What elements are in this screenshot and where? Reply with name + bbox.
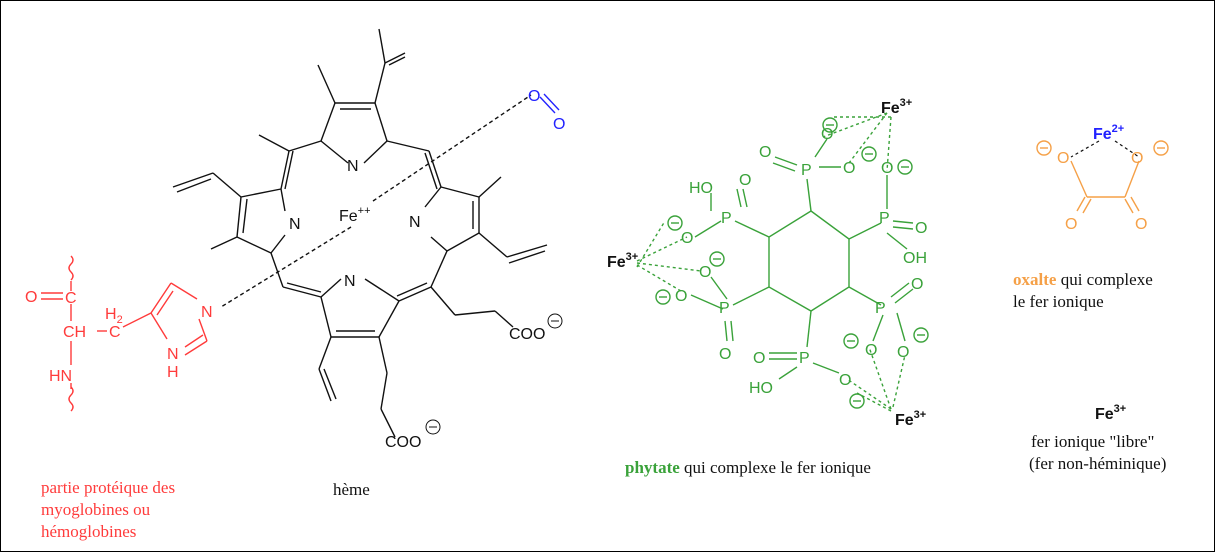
phytate-charges (655, 117, 929, 409)
protein-o: O (25, 289, 37, 306)
heme-labels: N N N N Fe++ COO COO (289, 158, 545, 451)
phytate-ho4: HO (749, 380, 773, 397)
free-iron-fe: Fe3+ (1095, 403, 1126, 423)
oxalate-structure (1036, 140, 1169, 214)
oxalate-caption: oxalte qui complexe le fer ionique (1013, 269, 1153, 313)
protein-c-ch2: C (109, 324, 121, 341)
oxalate-labels: O O O O (1057, 150, 1147, 233)
phytate-o4b: O (839, 372, 851, 389)
protein-n-ring: N (201, 304, 213, 321)
dioxygen-o1: O (528, 88, 540, 105)
phytate-caption-rest: qui complexe le fer ionique (679, 458, 871, 477)
phytate-iron-labels: Fe3+ Fe3+ Fe3+ (607, 97, 926, 429)
phytate-caption-bold: phytate (625, 458, 680, 477)
phytate-p5: P (719, 300, 730, 317)
phytate-o1b: O (843, 160, 855, 177)
phytate-o6a: O (739, 172, 751, 189)
protein-caption-line: partie protéique des (41, 478, 176, 497)
phytate-fe-left: Fe3+ (607, 251, 638, 271)
protein-ch: CH (63, 324, 86, 341)
oxalate-dashes (1070, 140, 1140, 158)
heme-n-top: N (347, 158, 359, 175)
phytate-fe-bottom: Fe3+ (895, 409, 926, 429)
free-iron-caption: fer ionique "libre" (fer non-héminique) (1029, 431, 1167, 475)
protein-caption: partie protéique des myoglobines ou hémo… (41, 477, 175, 543)
protein-caption-line: hémoglobines (41, 522, 137, 541)
oxalate-caption-line2: le fer ionique (1013, 292, 1104, 311)
phytate-o5b: O (699, 264, 711, 281)
phytate-o3c: O (897, 344, 909, 361)
heme-coo-right: COO (509, 326, 545, 343)
phytate-labels: P O O O P O O OH P O O O P O O HO P O O … (675, 126, 927, 397)
protein-hn: HN (49, 368, 72, 385)
phytate-p2: P (879, 210, 890, 227)
oxalate-o-br: O (1135, 216, 1147, 233)
phytate-oh2: OH (903, 250, 927, 267)
phytate-o6b: O (681, 230, 693, 247)
phytate-o1c: O (821, 126, 833, 143)
oxalate-o-left: O (1057, 150, 1069, 167)
oxalate-o-bl: O (1065, 216, 1077, 233)
phytate-o5a: O (719, 346, 731, 363)
phytate-caption: phytate qui complexe le fer ionique (625, 457, 871, 479)
minus-charge-icon (425, 419, 441, 435)
protein-h2: H2 (105, 306, 123, 326)
heme-structure (172, 28, 548, 438)
phytate-o5c: O (675, 288, 687, 305)
protein-caption-line: myoglobines ou (41, 500, 151, 519)
oxalate-caption-line1: oxalte qui complexe (1013, 270, 1153, 289)
heme-fe: Fe++ (339, 205, 371, 225)
phytate-o2b: O (881, 160, 893, 177)
phytate-ho6: HO (689, 180, 713, 197)
protein-labels: O C CH HN C H2 N N H (25, 289, 213, 385)
phytate-structure (636, 112, 929, 412)
protein-c: C (65, 290, 77, 307)
oxalate-fe: Fe2+ (1093, 123, 1124, 143)
oxalate-o-right: O (1131, 150, 1143, 167)
heme-n-bottom: N (344, 273, 356, 290)
dioxygen-o2: O (553, 116, 565, 133)
phytate-p6: P (721, 210, 732, 227)
dioxygen-bonds (539, 93, 560, 114)
phytate-p3: P (875, 300, 886, 317)
phytate-o3b: O (865, 342, 877, 359)
protein-nh: N (167, 346, 179, 363)
heme-coo-bottom: COO (385, 434, 421, 451)
phytate-o3a: O (911, 276, 923, 293)
phytate-fe-top: Fe3+ (881, 97, 912, 117)
free-iron-caption-line: (fer non-héminique) (1029, 454, 1167, 473)
free-iron-caption-line: fer ionique "libre" (1031, 432, 1155, 451)
heme-charges (425, 313, 563, 435)
phytate-p1: P (801, 162, 812, 179)
heme-n-left: N (289, 216, 301, 233)
oxalate-charges (1036, 140, 1169, 156)
phytate-p4: P (799, 350, 810, 367)
dioxygen-labels: O O (528, 88, 565, 133)
minus-charge-icon (547, 313, 563, 329)
heme-caption: hème (333, 480, 370, 499)
phytate-o2a: O (915, 220, 927, 237)
phytate-o4a: O (753, 350, 765, 367)
protein-nh-h: H (167, 364, 179, 381)
phytate-o1a: O (759, 144, 771, 161)
protein-structure (41, 255, 208, 412)
heme-n-right: N (409, 214, 421, 231)
